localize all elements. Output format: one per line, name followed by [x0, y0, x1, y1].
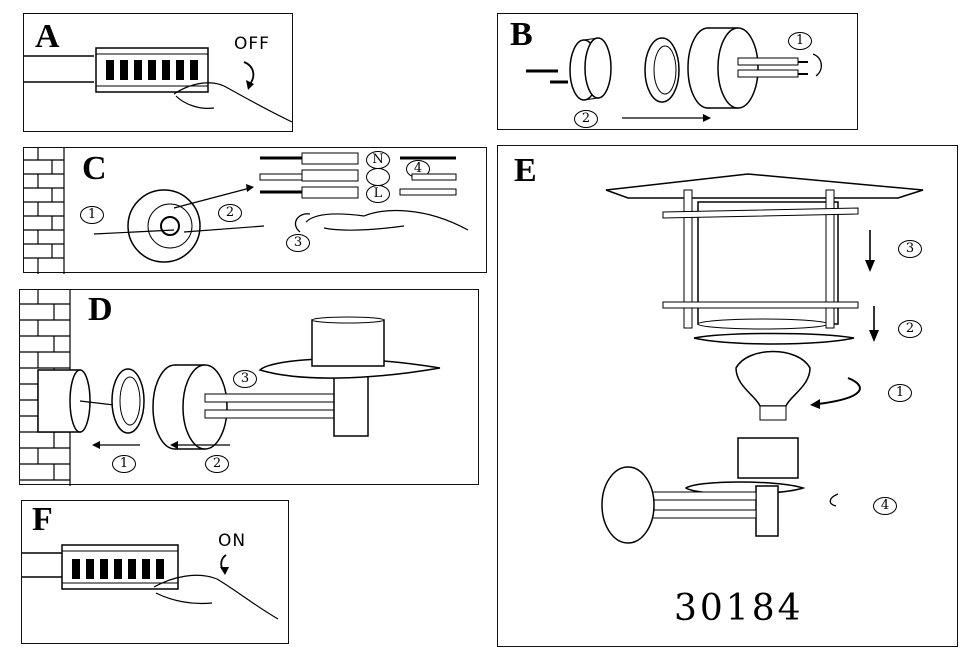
step-d-1: 1 [112, 455, 136, 473]
panel-a: A OFF [23, 13, 293, 132]
mounting-plate-illustration [498, 14, 859, 122]
panel-a-letter: A [35, 18, 60, 55]
step-c-2: 2 [218, 204, 242, 222]
panel-c-letter: C [82, 150, 107, 187]
panel-e: E 1 2 3 4 30184 [497, 145, 958, 647]
breaker-off-illustration [24, 14, 294, 133]
wiring-illustration [24, 148, 488, 274]
fixture-mounting-illustration [20, 290, 480, 486]
step-b-2: 2 [574, 110, 598, 128]
on-label: ON [218, 531, 247, 551]
panel-b: B 1 2 [497, 13, 858, 130]
panel-e-letter: E [514, 152, 537, 189]
panel-d-letter: D [88, 291, 113, 328]
panel-d: D 1 2 3 [19, 289, 479, 485]
off-label: OFF [234, 34, 270, 54]
bulb-assembly-illustration [498, 146, 959, 648]
breaker-on-illustration [22, 501, 290, 645]
step-c-3: 3 [286, 234, 310, 252]
terminal-l: L [366, 185, 390, 203]
step-d-2: 2 [205, 455, 229, 473]
step-c-1: 1 [80, 206, 104, 224]
panel-f: F ON [21, 500, 289, 644]
step-d-3: 3 [233, 370, 257, 388]
step-e-2: 2 [898, 320, 922, 338]
panel-b-letter: B [510, 16, 533, 53]
step-e-3: 3 [898, 240, 922, 258]
step-e-4: 4 [873, 497, 897, 515]
panel-f-letter: F [32, 501, 53, 538]
step-b-1: 1 [788, 32, 812, 50]
panel-c: C 1 2 3 4 N L [23, 147, 487, 273]
step-e-1: 1 [888, 384, 912, 402]
product-code: 30184 [674, 588, 804, 629]
